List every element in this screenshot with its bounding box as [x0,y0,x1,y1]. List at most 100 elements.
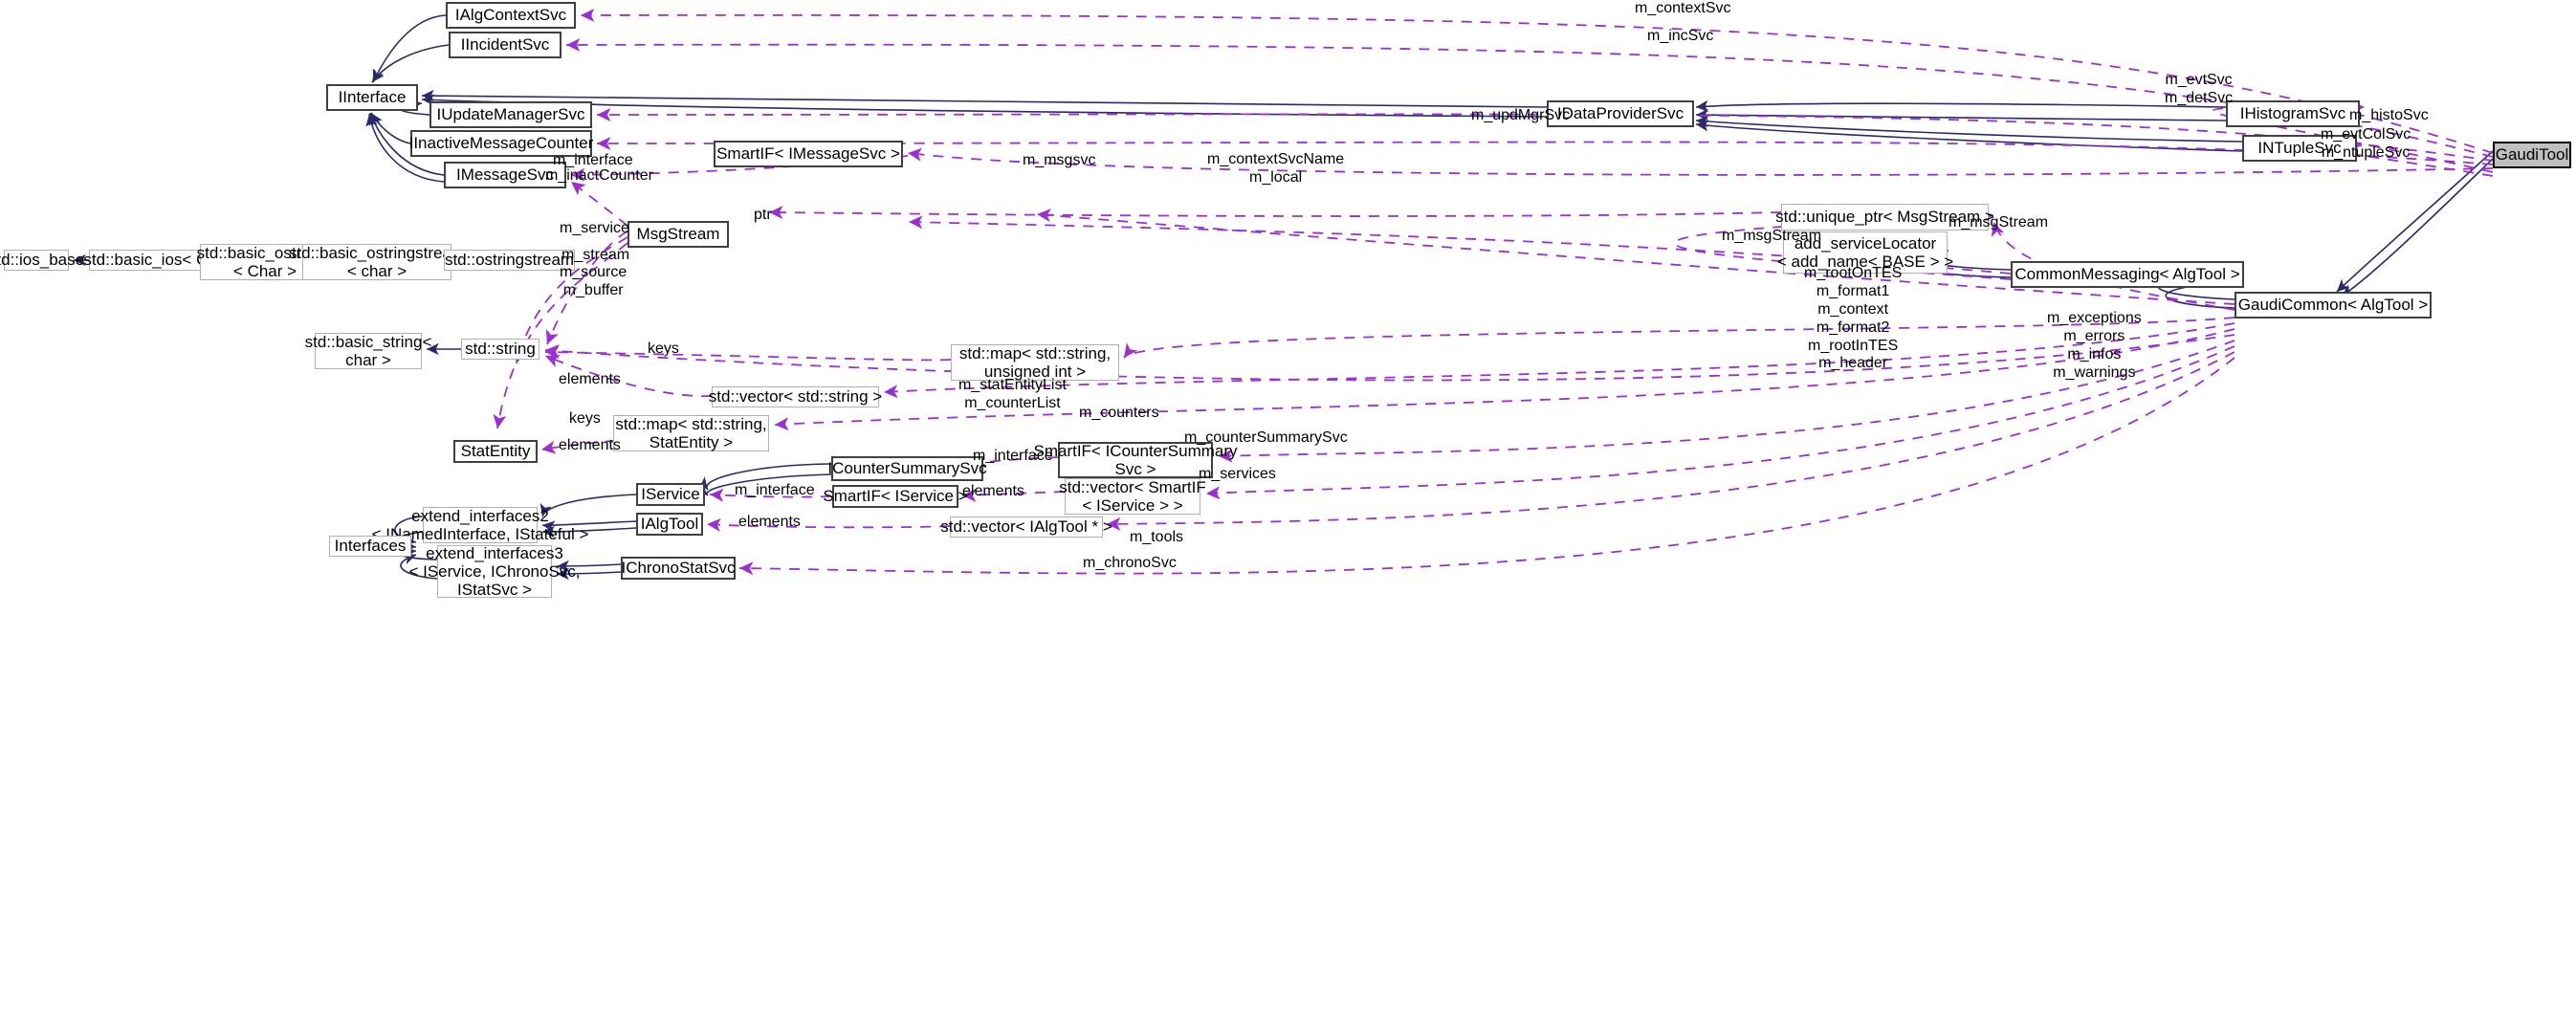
class-node-vector_string[interactable]: std::vector< std::string > [708,386,883,407]
class-node-std_string[interactable]: std::string [461,339,539,360]
edge-label-m_inactCounter: m_inactCounter [545,167,653,184]
class-node-label: extend_interfaces3 < IService, IChronoSv… [408,543,581,600]
class-node-label: std::ostringstream [444,251,575,270]
class-node-label: IInactiveMessageCounter [408,134,594,153]
class-node-label: IAlgTool [640,515,699,534]
class-node-label: IHistogramSvc [2239,104,2346,123]
class-node-IService[interactable]: IService [636,483,705,506]
edge-label-ptr: ptr [754,207,772,223]
class-node-MsgStream[interactable]: MsgStream [627,221,729,248]
class-node-label: IChronoStatSvc [621,559,736,578]
edge-label-m_evtColSvc_m_ntupleSvc: m_evtColSvc m_ntupleSvc [2321,126,2411,161]
class-node-map_string_statentity[interactable]: std::map< std::string, StatEntity > [613,415,769,451]
class-node-IInterface[interactable]: IInterface [326,84,418,111]
edge-label-elements_a: elements [559,371,621,387]
class-node-IUpdateManagerSvc[interactable]: IUpdateManagerSvc [429,101,592,128]
edge-label-m_exceptions_block: m_exceptions m_errors m_infos m_warnings [2047,310,2142,381]
edge-label-m_updMgrSvc: m_updMgrSvc [1471,107,1571,123]
edge-label-m_interface_b: m_interface [973,448,1053,464]
edge-label-m_contextSvc: m_contextSvc [1635,0,1731,16]
edge-label-m_interface_c: m_interface [735,482,815,498]
edge-label-elements_c: elements [962,483,1024,499]
class-node-label: IMessageSvc [455,165,555,185]
class-node-label: std::vector< IAlgTool * > [940,517,1112,537]
class-node-StatEntity[interactable]: StatEntity [453,440,538,463]
class-node-vector_SmartIF_IService[interactable]: std::vector< SmartIF < IService > > [1059,478,1206,515]
class-node-SmartIF_IService[interactable]: SmartIF< IService > [823,485,968,508]
class-node-CommonMessaging[interactable]: CommonMessaging< AlgTool > [2011,261,2244,288]
class-node-extend_interfaces2[interactable]: extend_interfaces2 < INamedInterface, IS… [372,507,588,543]
class-node-label: IAlgContextSvc [454,6,567,25]
class-node-label: GaudiTool [2495,145,2569,165]
edge-label-m_source_m_buffer: m_source m_buffer [560,264,627,298]
edge-label-m_service: m_service [560,220,629,236]
class-node-IAlgContextSvc[interactable]: IAlgContextSvc [446,2,576,29]
class-node-label: IService [641,485,700,504]
class-node-basic_ostringstream[interactable]: std::basic_ostringstream < char > [289,244,465,280]
class-node-unique_ptr_MsgStream[interactable]: std::unique_ptr< MsgStream > [1775,204,1994,231]
class-node-label: std::vector< std::string > [708,387,883,407]
class-node-GaudiCommon[interactable]: GaudiCommon< AlgTool > [2235,292,2432,319]
edge-label-m_msgStream_b: m_msgStream [1949,214,2049,231]
class-node-label: std::map< std::string, StatEntity > [615,414,767,451]
class-node-IDataProviderSvc[interactable]: IDataProviderSvc [1547,100,1694,127]
class-node-SmartIF_ICounterSummarySvc[interactable]: SmartIF< ICounterSummary Svc > [1033,442,1238,478]
class-node-add_serviceLocator[interactable]: add_serviceLocator < add_name< BASE > > [1777,231,1953,274]
class-node-label: extend_interfaces2 < INamedInterface, IS… [371,506,589,543]
class-node-label: std::basic_ostream < Char > [196,243,334,280]
class-node-label: ICounterSummarySvc [827,459,987,478]
class-node-INTupleSvc[interactable]: INTupleSvc [2242,135,2357,162]
edge-label-m_evtSvc_m_detSvc: m_evtSvc m_detSvc [2165,72,2234,106]
edge-label-m_services: m_services [1199,466,1276,482]
class-node-label: SmartIF< ICounterSummary Svc > [1033,441,1238,478]
edge-label-m_contextSvcName_m_local: m_contextSvcName m_local [1207,151,1345,186]
class-node-map_string_uint[interactable]: std::map< std::string, unsigned int > [951,344,1119,381]
class-node-Interfaces[interactable]: Interfaces [329,536,411,557]
edge-label-m_incSvc: m_incSvc [1647,28,1714,44]
class-node-ICounterSummarySvc[interactable]: ICounterSummarySvc [827,456,987,481]
edge-label-m_interface: m_interface [553,152,633,168]
class-node-label: IDataProviderSvc [1556,104,1684,123]
class-node-IHistogramSvc[interactable]: IHistogramSvc [2226,100,2360,127]
class-node-basic_string[interactable]: std::basic_string< char > [305,333,431,369]
class-node-label: std::unique_ptr< MsgStream > [1775,208,1994,227]
class-node-ios_base[interactable]: std::ios_base [0,250,84,271]
class-node-GaudiTool[interactable]: GaudiTool [2493,142,2571,168]
class-node-extend_interfaces3[interactable]: extend_interfaces3 < IService, IChronoSv… [408,544,580,599]
edge-label-fields_block: m_rootOnTES m_format1 m_context m_format… [1804,265,1903,372]
class-node-IMessageSvc[interactable]: IMessageSvc [444,162,566,188]
class-node-vector_IAlgTool_ptr[interactable]: std::vector< IAlgTool * > [940,516,1112,538]
edge-label-m_histoSvc: m_histoSvc [2349,107,2429,123]
edge-label-keys_a: keys [648,341,679,357]
edge-label-m_stream: m_stream [561,247,630,263]
class-node-label: CommonMessaging< AlgTool > [2015,265,2240,284]
class-node-IInactiveMessageCounter[interactable]: IInactiveMessageCounter [408,130,594,157]
edge-label-m_counterSummarySvc: m_counterSummarySvc [1184,429,1348,446]
class-node-ostringstream[interactable]: std::ostringstream [444,250,575,271]
class-node-label: IInterface [338,88,407,107]
class-node-label: Interfaces [334,537,407,556]
class-node-label: std::ios_base [0,251,85,270]
class-node-label: SmartIF< IService > [823,487,968,506]
edge-label-elements_b: elements [559,437,621,453]
edge-label-keys_b: keys [569,410,601,427]
class-node-label: MsgStream [636,225,720,244]
edge-label-m_tools: m_tools [1130,529,1184,545]
class-node-label: std::basic_string< char > [304,332,432,369]
class-node-label: IIncidentSvc [460,35,550,55]
class-node-label: std::string [465,340,536,359]
class-node-label: IUpdateManagerSvc [436,105,585,124]
edge-label-m_msgStream_a: m_msgStream [1722,228,1822,244]
class-node-IAlgTool[interactable]: IAlgTool [636,513,703,536]
class-node-IIncidentSvc[interactable]: IIncidentSvc [449,32,561,58]
class-node-label: INTupleSvc [2257,139,2342,158]
class-node-label: add_serviceLocator < add_name< BASE > > [1776,233,1954,271]
edge-label-m_msgsvc: m_msgsvc [1023,152,1096,168]
class-node-label: std::basic_ostringstream < char > [288,243,466,280]
edge-label-m_statEntityList_m_counterList: m_statEntityList m_counterList [958,377,1067,411]
class-node-SmartIF_IMessageSvc[interactable]: SmartIF< IMessageSvc > [714,141,903,167]
class-node-label: std::map< std::string, unsigned int > [958,343,1112,381]
edge-label-m_counters: m_counters [1079,405,1159,421]
class-node-IChronoStatSvc[interactable]: IChronoStatSvc [621,557,736,580]
